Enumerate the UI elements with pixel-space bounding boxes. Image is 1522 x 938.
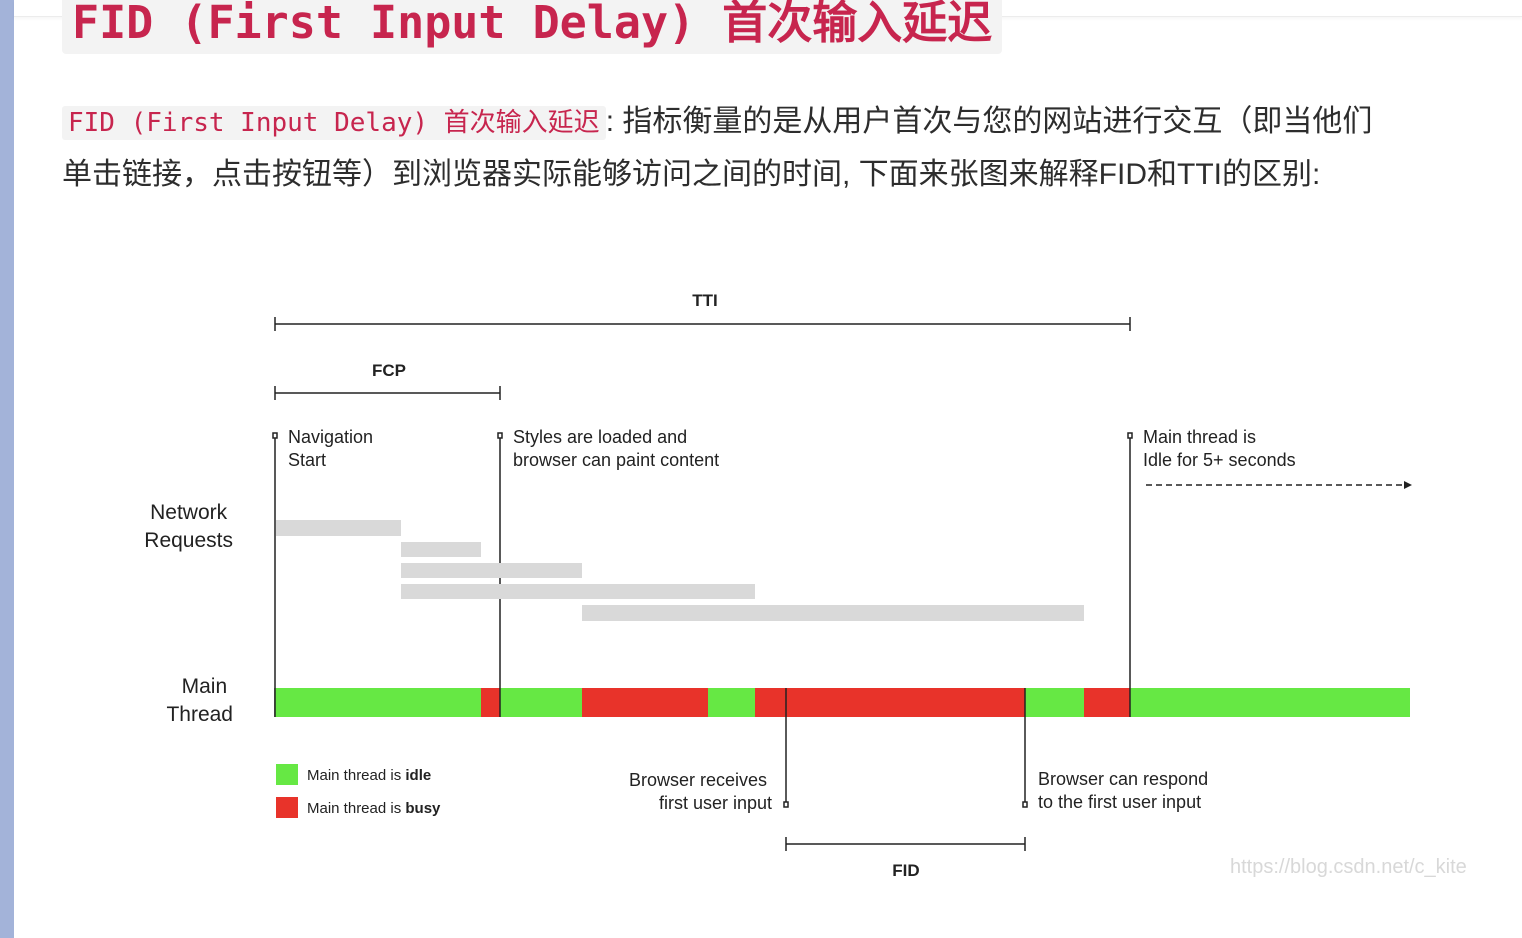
- main-thread-busy-segment: [481, 688, 500, 717]
- styles-loaded-label: Styles are loaded and browser can paint …: [513, 427, 719, 470]
- main-thread-busy-segment: [1084, 688, 1130, 717]
- nav-start-label: Navigation Start: [288, 427, 378, 470]
- browser-receives-label: Browser receives first user input: [629, 770, 772, 813]
- page-title: FID (First Input Delay) 首次输入延迟: [62, 0, 1003, 54]
- legend-idle-text: Main thread is idle: [307, 767, 431, 784]
- idle-label: Main thread is Idle for 5+ seconds: [1143, 427, 1296, 470]
- inline-code-fid: FID (First Input Delay) 首次输入延迟: [62, 106, 606, 140]
- network-requests-label: Network Requests: [144, 501, 233, 552]
- network-request-bar: [401, 563, 582, 578]
- legend-busy-swatch: [276, 797, 298, 818]
- tti-bracket: [274, 317, 1131, 331]
- legend-busy-text: Main thread is busy: [307, 800, 441, 817]
- watermark: https://blog.csdn.net/c_kite: [1230, 856, 1467, 878]
- legend-idle-swatch: [276, 764, 298, 785]
- idle-continues-arrow: [1146, 481, 1412, 489]
- fid-label: FID: [892, 861, 919, 880]
- network-request-bar: [401, 584, 755, 599]
- main-thread-idle-segment: [1025, 688, 1084, 717]
- intro-paragraph: FID (First Input Delay) 首次输入延迟: 指标衡量的是从用…: [62, 96, 1482, 201]
- paragraph-line-2: 单击链接，点击按钮等）到浏览器实际能够访问之间的时间, 下面来张图来解释FID和…: [62, 158, 1321, 191]
- fcp-bracket: [274, 386, 501, 400]
- main-thread-idle-segment: [1130, 688, 1410, 717]
- fcp-label: FCP: [372, 361, 406, 380]
- main-thread-idle-segment: [275, 688, 481, 717]
- tti-label: TTI: [692, 291, 718, 310]
- main-thread-label: Main Thread: [166, 675, 233, 726]
- network-request-bar: [276, 520, 401, 536]
- main-thread-idle-segment: [500, 688, 582, 717]
- network-request-bar: [401, 542, 481, 557]
- fid-bracket: [785, 837, 1026, 851]
- main-thread-busy-segment: [755, 688, 1025, 717]
- main-thread-idle-segment: [708, 688, 755, 717]
- network-request-bar: [582, 605, 1084, 621]
- paragraph-line-1: : 指标衡量的是从用户首次与您的网站进行交互（即当他们: [605, 105, 1373, 138]
- main-thread-busy-segment: [582, 688, 708, 717]
- browser-respond-label: Browser can respond to the first user in…: [1038, 769, 1213, 812]
- left-border: [0, 0, 14, 938]
